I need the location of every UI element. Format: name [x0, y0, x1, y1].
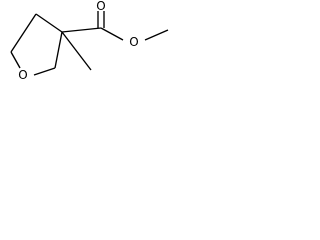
- ring-bond-c3-c2: [54, 31, 63, 69]
- ring-bond-c5-c4: [10, 13, 37, 53]
- ring-to-carbonyl-carbon-bond: [61, 27, 102, 33]
- ring-bond-o1-c5: [10, 51, 21, 69]
- ring-oxygen-label: O: [18, 68, 27, 82]
- carbonyl-oxygen-label: O: [96, 0, 105, 13]
- ring-bond-c4-c3: [35, 13, 63, 33]
- ester-oxygen-to-methyl-bond: [144, 29, 169, 41]
- carbonyl-carbon-to-ester-oxygen-bond: [100, 27, 124, 41]
- methyl-bond: [61, 31, 92, 71]
- ring-bond-c2-o1: [33, 67, 56, 76]
- chemical-structure-diagram: O O O: [10, 0, 169, 82]
- ester-oxygen-label: O: [129, 35, 138, 49]
